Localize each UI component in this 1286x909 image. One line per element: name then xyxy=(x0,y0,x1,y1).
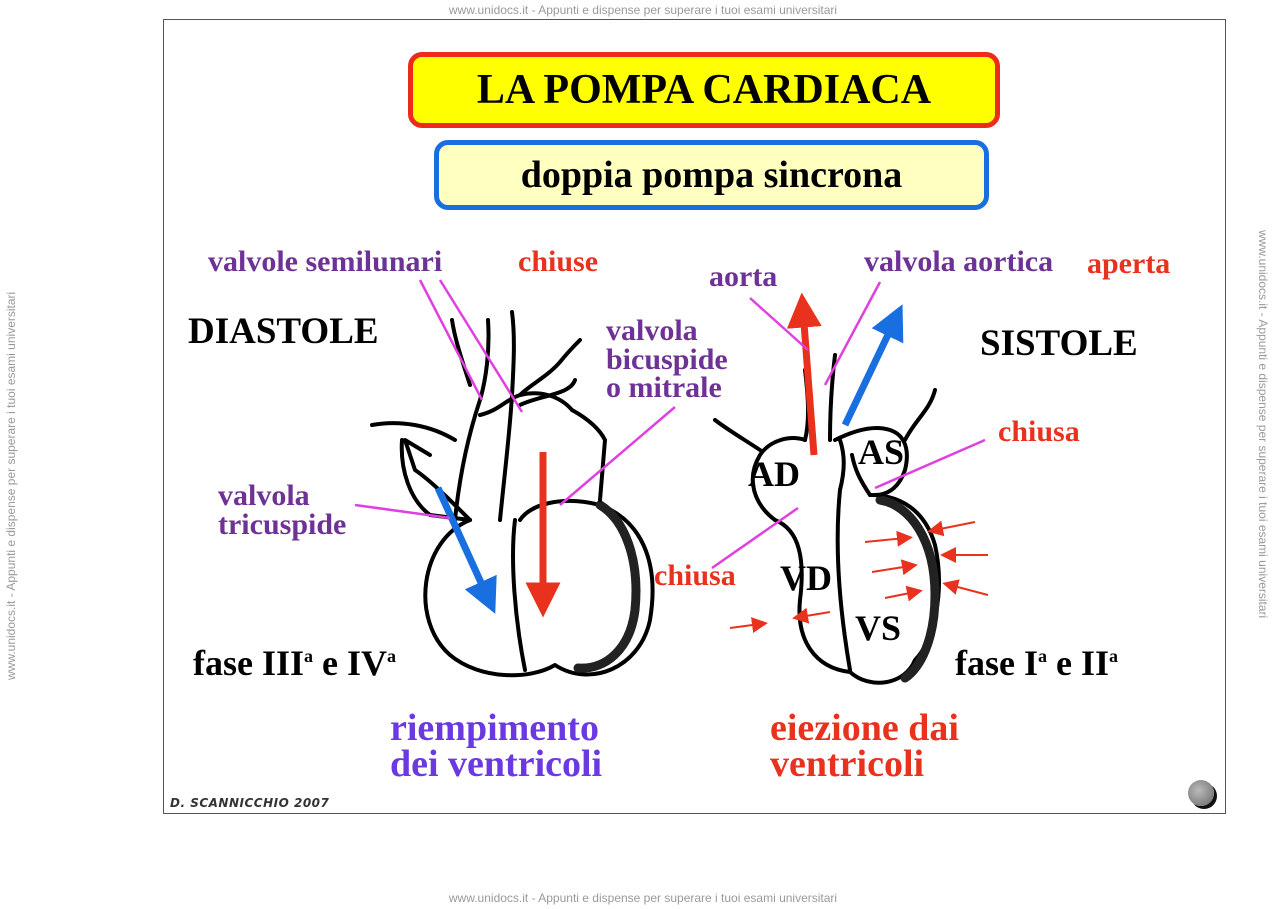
heading-sistole: SISTOLE xyxy=(980,325,1138,362)
fase-left-mid: e IV xyxy=(313,643,387,683)
label-valvola-tricuspide: valvola tricuspide xyxy=(218,482,346,539)
fase-left-sup1: a xyxy=(304,646,313,666)
label-chiusa-tricuspid: chiusa xyxy=(654,561,736,591)
label-valvola-mitrale: valvola bicuspide o mitrale xyxy=(606,317,728,403)
label-valvole-semilunari: valvole semilunari xyxy=(208,247,442,277)
chamber-vd: VD xyxy=(780,560,832,596)
label-valvola-aortica: valvola aortica xyxy=(864,247,1053,277)
title-text: LA POMPA CARDIACA xyxy=(477,66,931,114)
chamber-vs: VS xyxy=(855,610,901,646)
fase-right-sup1: a xyxy=(1038,646,1047,666)
fase-right-mid: e II xyxy=(1047,643,1109,683)
fase-right: fase Ia e IIa xyxy=(955,645,1118,681)
author-credit: D. SCANNICCHIO 2007 xyxy=(170,796,329,810)
fase-right-text: fase I xyxy=(955,643,1038,683)
subtitle-text: doppia pompa sincrona xyxy=(521,153,903,197)
caption-riempimento: riempimento dei ventricoli xyxy=(390,710,602,782)
subtitle-banner: doppia pompa sincrona xyxy=(434,140,989,210)
heart-right xyxy=(715,355,939,683)
label-chiusa-aortic: chiusa xyxy=(998,417,1080,447)
label-aorta: aorta xyxy=(709,262,777,292)
chamber-ad: AD xyxy=(748,456,800,492)
fase-left: fase IIIa e IVa xyxy=(193,645,396,681)
caption-eiezione: eiezione dai ventricoli xyxy=(770,710,959,782)
chamber-as: AS xyxy=(858,434,904,470)
fase-left-sup2: a xyxy=(387,646,396,666)
heading-diastole: DIASTOLE xyxy=(188,313,379,350)
label-chiuse: chiuse xyxy=(518,247,598,277)
slide-nav-button[interactable] xyxy=(1188,780,1214,806)
fase-left-text: fase III xyxy=(193,643,304,683)
arrow-blue-left xyxy=(438,488,488,598)
title-banner: LA POMPA CARDIACA xyxy=(408,52,1000,128)
fase-right-sup2: a xyxy=(1109,646,1118,666)
label-aperta: aperta xyxy=(1087,249,1170,279)
